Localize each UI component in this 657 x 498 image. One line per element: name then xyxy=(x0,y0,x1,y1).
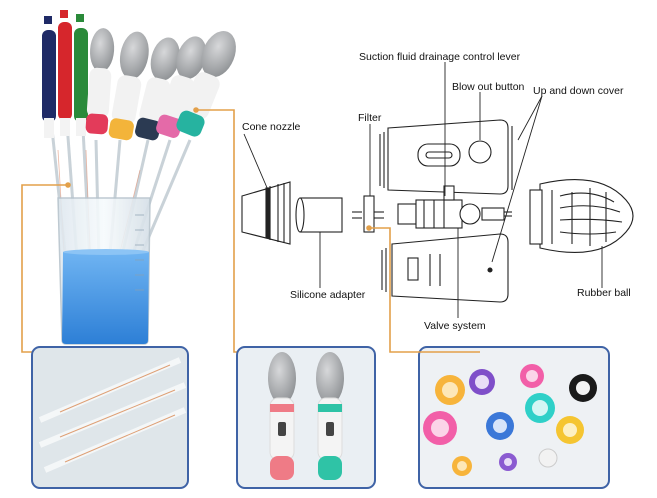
glass-beaker xyxy=(57,197,151,345)
syringe-filters xyxy=(423,364,597,476)
label-blow-out-button: Blow out button xyxy=(452,81,525,93)
upper-cover-drawing xyxy=(379,119,513,195)
rubber-ball-drawing xyxy=(529,179,634,253)
two-fillers-photo xyxy=(236,346,376,489)
label-cone-nozzle: Cone nozzle xyxy=(242,121,301,133)
leader-lines-right xyxy=(366,225,480,353)
exploded-diagram xyxy=(241,62,634,318)
filter-drawing xyxy=(352,195,384,233)
callout-lines xyxy=(243,62,603,318)
label-silicone-adapter: Silicone adapter xyxy=(290,289,366,301)
label-valve-system: Valve system xyxy=(424,320,486,332)
pipette-closeup-tubes xyxy=(38,357,187,473)
label-rubber-ball: Rubber ball xyxy=(577,287,631,299)
valve-system-drawing xyxy=(397,185,512,229)
label-up-down-cover: Up and down cover xyxy=(533,85,624,97)
silicone-adapter-drawing xyxy=(295,197,343,233)
label-filter: Filter xyxy=(358,112,382,124)
two-fillers-closeup xyxy=(268,352,344,480)
label-suction-lever: Suction fluid drainage control lever xyxy=(359,51,521,63)
bulb-pipette-fillers xyxy=(85,28,236,141)
slim-pipette-fillers xyxy=(42,10,88,138)
lower-cover-drawing xyxy=(381,233,509,303)
cone-nozzle-drawing xyxy=(241,181,291,245)
pipette-group xyxy=(42,10,236,345)
